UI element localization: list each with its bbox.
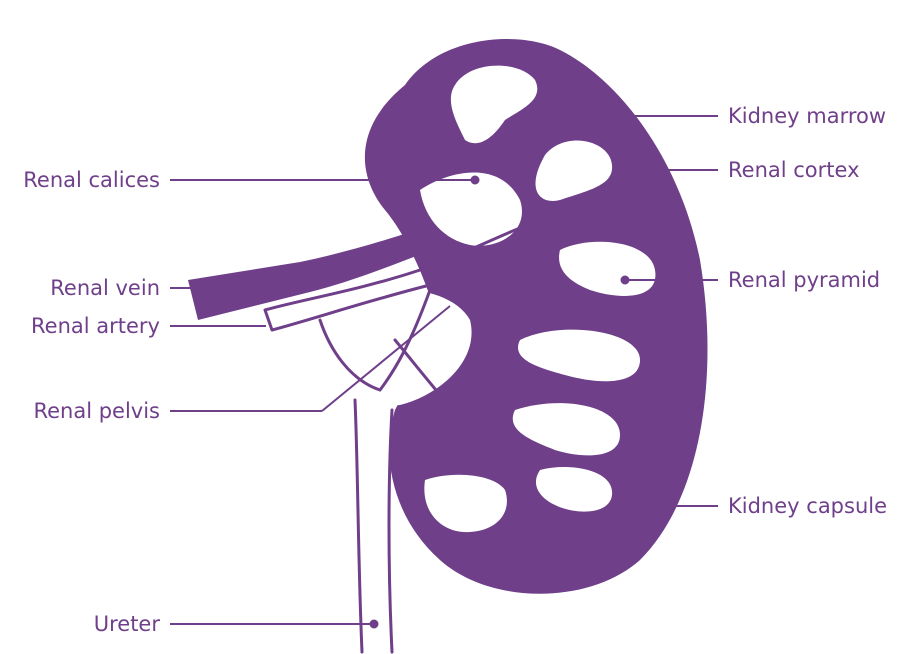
- dot-kidney-marrow: [542, 113, 549, 120]
- dot-ureter: [371, 621, 378, 628]
- label-renal-pelvis: Renal pelvis: [33, 399, 160, 423]
- dot-renal-pyramid: [622, 277, 629, 284]
- label-kidney-marrow: Kidney marrow: [728, 104, 886, 128]
- label-ureter: Ureter: [94, 612, 160, 636]
- dot-renal-vein: [239, 285, 246, 292]
- label-kidney-capsule: Kidney capsule: [728, 494, 887, 518]
- dot-renal-calices: [472, 177, 479, 184]
- label-renal-artery: Renal artery: [31, 314, 160, 338]
- label-renal-calices: Renal calices: [23, 168, 160, 192]
- ureter-shape: [355, 400, 392, 652]
- dot-renal-cortex: [629, 167, 636, 174]
- label-renal-pyramid: Renal pyramid: [728, 268, 880, 292]
- label-renal-vein: Renal vein: [50, 276, 160, 300]
- dot-kidney-capsule: [661, 503, 668, 510]
- label-renal-cortex: Renal cortex: [728, 158, 860, 182]
